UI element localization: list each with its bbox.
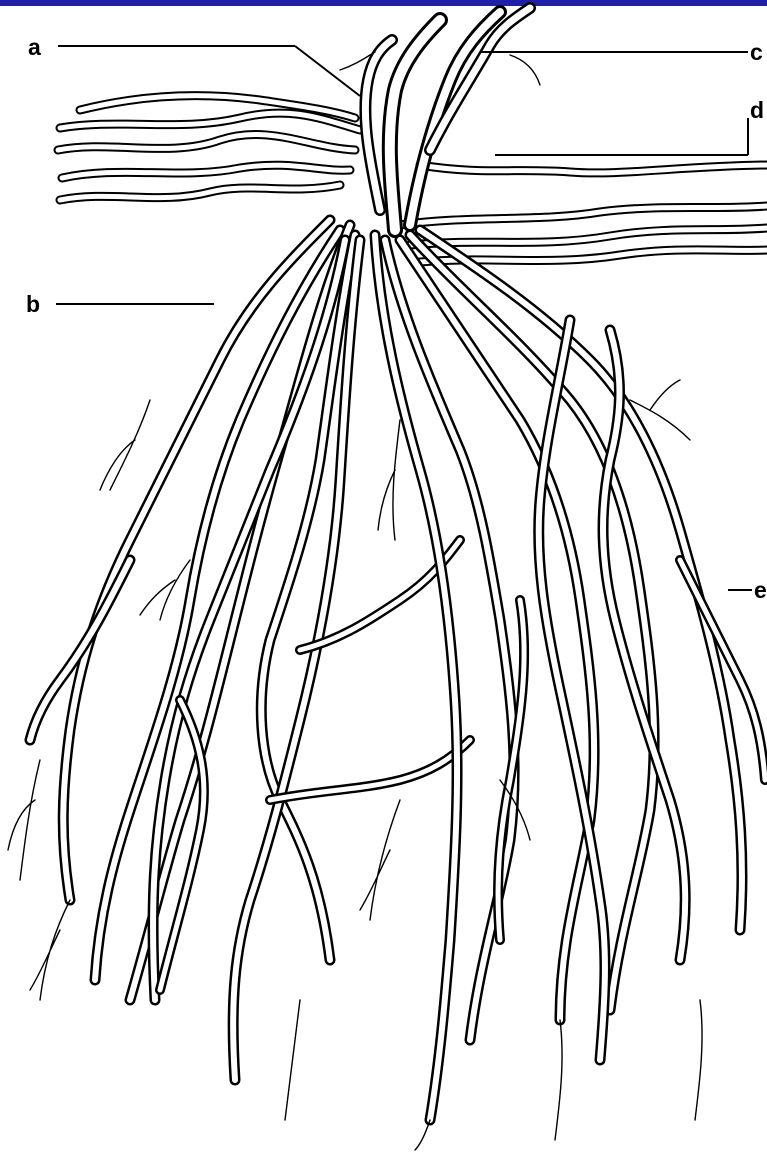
- label-d: d: [750, 97, 764, 123]
- fibrous-root-mass: [30, 220, 765, 1120]
- label-a: a: [28, 34, 41, 60]
- label-b: b: [26, 291, 40, 317]
- plant-crown: [365, 8, 530, 230]
- rhizome-upper-left: [58, 96, 360, 200]
- rhizome-right-upper: [420, 165, 767, 173]
- label-c: c: [750, 39, 763, 65]
- label-e: e: [754, 577, 767, 603]
